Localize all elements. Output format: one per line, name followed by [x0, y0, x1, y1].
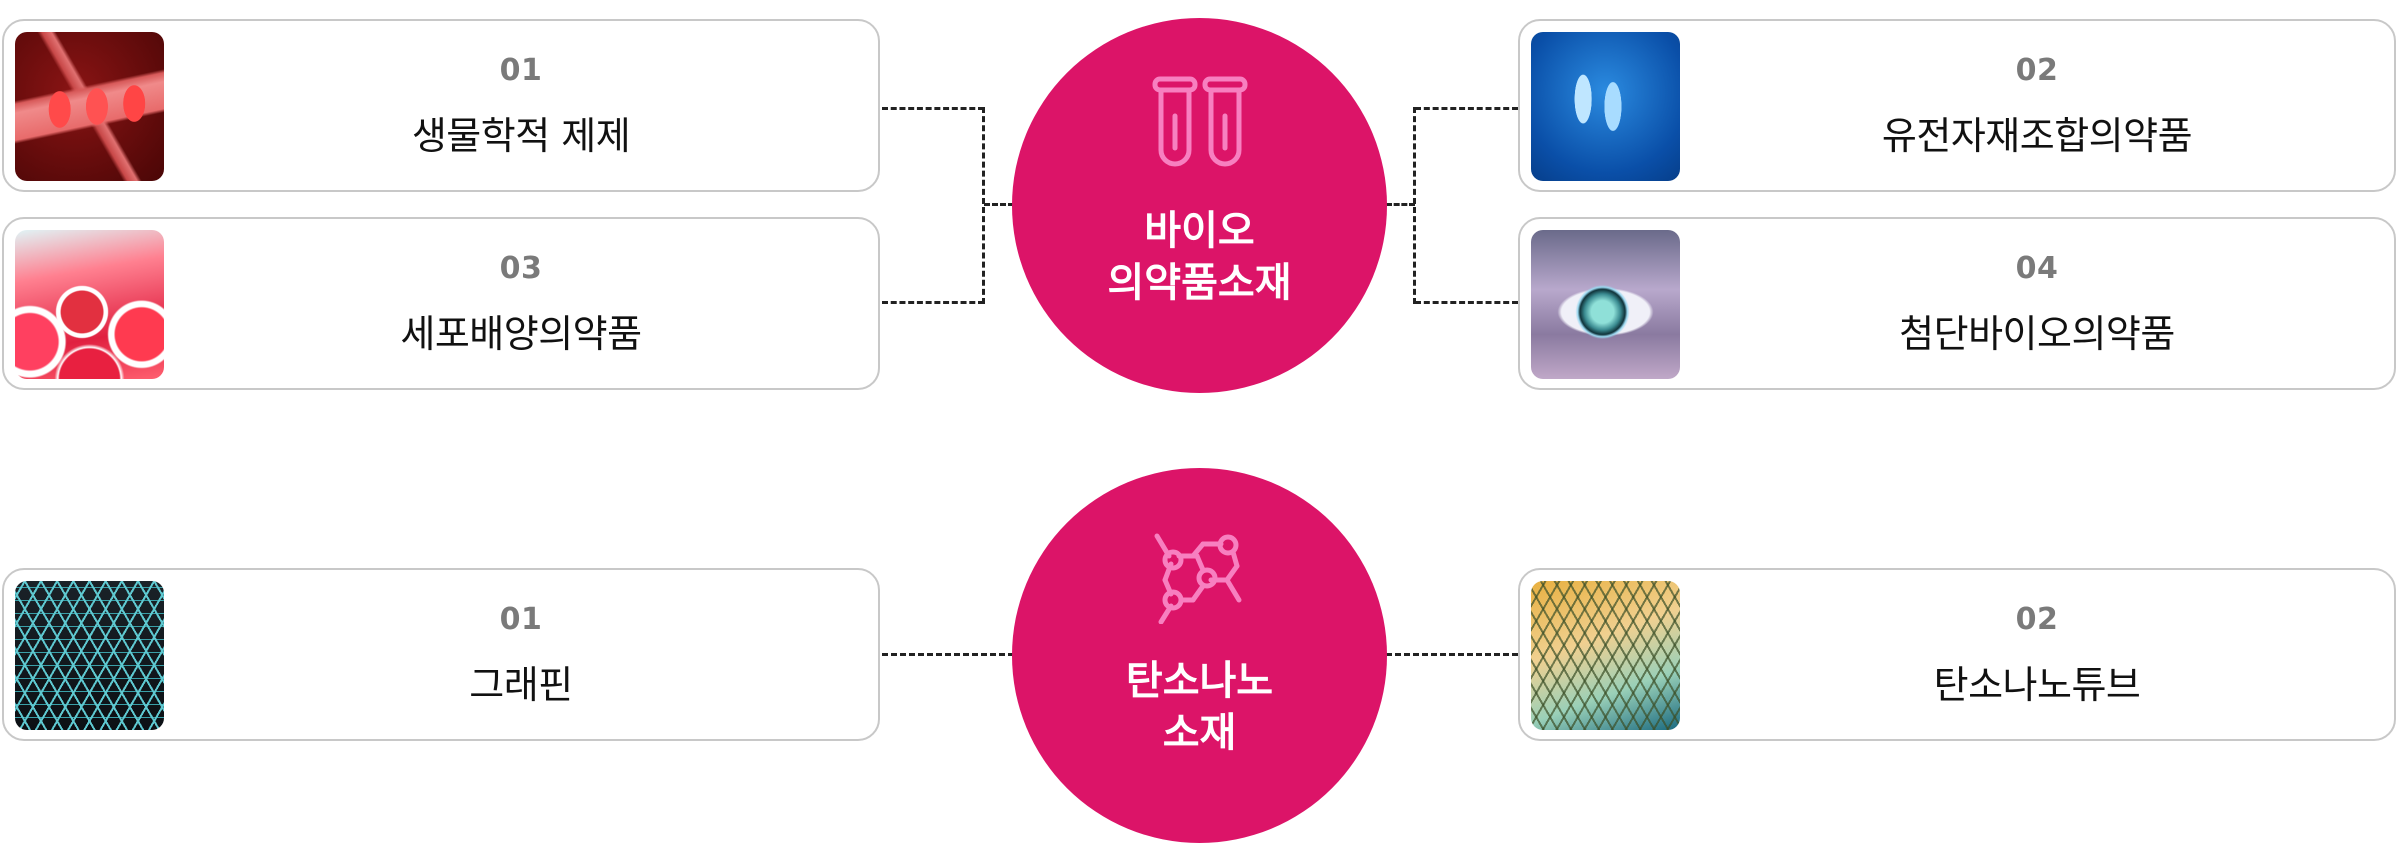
chromosome-image: [1531, 32, 1680, 181]
connector-line: [1415, 301, 1518, 304]
item-number: 01: [499, 602, 543, 637]
connector-line: [882, 653, 1014, 656]
bio-item-card-02[interactable]: 02 유전자재조합의약품: [1518, 19, 2396, 192]
graphene-image: [15, 581, 164, 730]
connector-line: [1386, 653, 1518, 656]
hub-carbon-nano-materials: 탄소나노 소재: [1012, 468, 1387, 843]
item-title: 첨단바이오의약품: [1899, 312, 2175, 356]
carbon-item-card-01[interactable]: 01 그래핀: [2, 568, 880, 741]
item-number: 02: [2015, 53, 2059, 88]
item-number: 02: [2015, 602, 2059, 637]
carbon-item-card-02[interactable]: 02 탄소나노튜브: [1518, 568, 2396, 741]
item-number: 04: [2015, 251, 2059, 286]
bio-item-card-01[interactable]: 01 생물학적 제제: [2, 19, 880, 192]
bionic-eye-image: [1531, 230, 1680, 379]
hub-label-line2: 의약품소재: [1107, 260, 1292, 306]
item-title: 탄소나노튜브: [1933, 663, 2141, 707]
item-title: 생물학적 제제: [411, 114, 631, 158]
hub-bio-pharma-materials: 바이오 의약품소재: [1012, 18, 1387, 393]
carbon-nanotube-image: [1531, 581, 1680, 730]
cell-culture-image: [15, 230, 164, 379]
hub-label-line1: 바이오: [1144, 208, 1255, 254]
item-title: 세포배양의약품: [400, 312, 642, 356]
blood-cells-image: [15, 32, 164, 181]
bio-item-card-04[interactable]: 04 첨단바이오의약품: [1518, 217, 2396, 390]
item-number: 03: [499, 251, 543, 286]
molecule-icon: [1154, 533, 1241, 624]
connector-line: [1415, 107, 1518, 110]
connector-line: [1386, 203, 1415, 206]
connector-line: [982, 107, 985, 304]
hub-label-line2: 소재: [1162, 710, 1237, 756]
test-tubes-icon: [1152, 76, 1247, 167]
connector-line: [882, 301, 984, 304]
item-title: 유전자재조합의약품: [1881, 114, 2193, 158]
connector-line: [984, 203, 1014, 206]
connector-line: [882, 107, 984, 110]
bio-item-card-03[interactable]: 03 세포배양의약품: [2, 217, 880, 390]
hub-label-line1: 탄소나노: [1125, 658, 1274, 704]
item-title: 그래핀: [469, 663, 573, 707]
item-number: 01: [499, 53, 543, 88]
